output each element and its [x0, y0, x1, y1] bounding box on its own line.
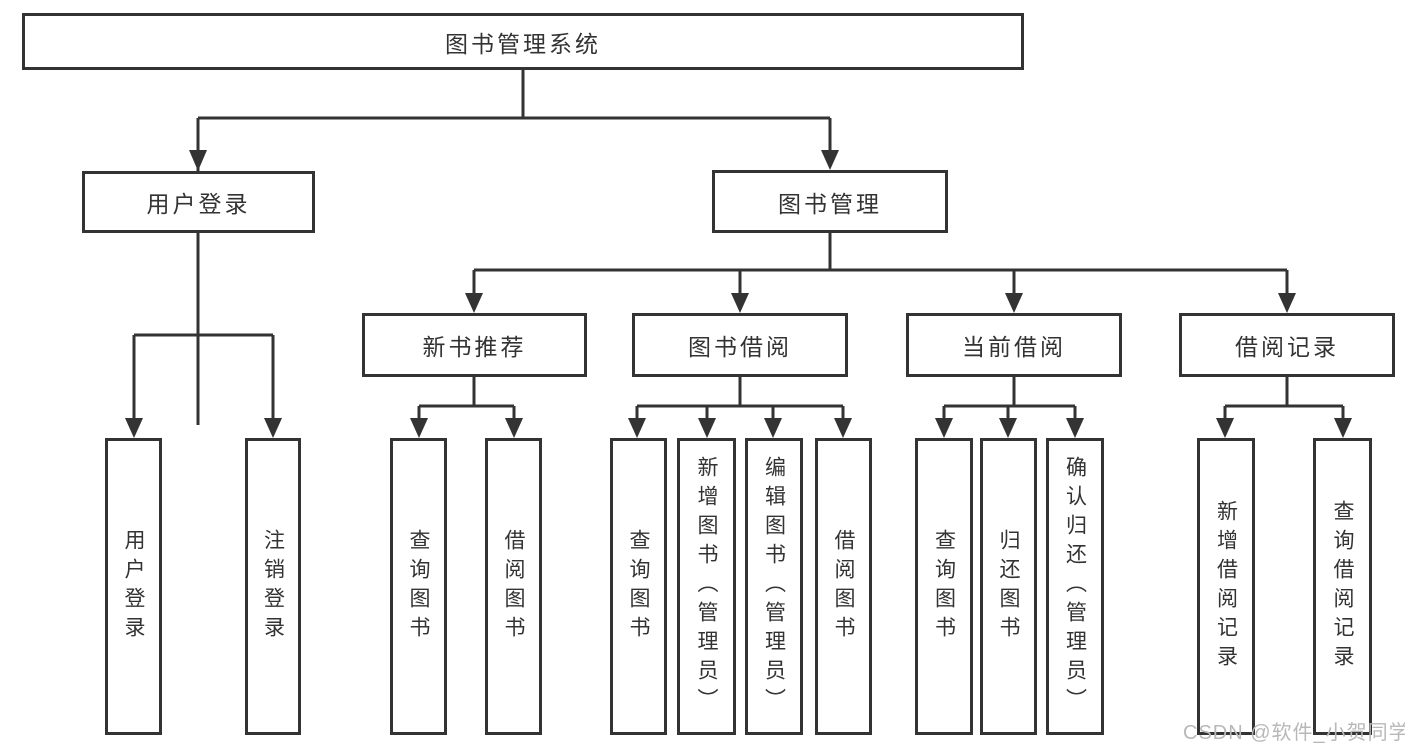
leaf-query-books-current: 查询图书	[915, 438, 973, 735]
leaf-edit-book-admin: 编辑图书（管理员）	[745, 438, 803, 735]
connector-current-borrow-children	[935, 377, 1084, 438]
leaf-user-login: 用户登录	[105, 438, 162, 735]
node-current-borrowing: 当前借阅	[906, 313, 1122, 377]
connector-book-borrow-children	[628, 377, 852, 438]
connector-user-login-children	[125, 233, 282, 438]
node-book-management: 图书管理	[712, 170, 948, 233]
connector-root-to-level2	[189, 70, 839, 425]
connector-borrow-record-children	[1216, 377, 1352, 438]
leaf-add-book-admin: 新增图书（管理员）	[677, 438, 736, 735]
leaf-query-borrow-record: 查询借阅记录	[1313, 438, 1372, 735]
leaf-logout: 注销登录	[245, 438, 301, 735]
node-borrowing-records: 借阅记录	[1179, 313, 1395, 377]
node-book-borrowing: 图书借阅	[632, 313, 848, 377]
connector-new-book-children	[410, 377, 523, 438]
node-new-book-recommendation: 新书推荐	[362, 313, 587, 377]
leaf-add-borrow-record: 新增借阅记录	[1197, 438, 1255, 735]
watermark-text: CSDN @软件_小贺同学	[1183, 722, 1405, 744]
leaf-query-books-borrow: 查询图书	[610, 438, 667, 735]
node-root-system: 图书管理系统	[22, 13, 1024, 70]
leaf-return-books: 归还图书	[980, 438, 1037, 735]
leaf-confirm-return-admin: 确认归还（管理员）	[1046, 438, 1104, 735]
leaf-query-books-recommend: 查询图书	[390, 438, 447, 735]
node-user-login: 用户登录	[82, 171, 315, 233]
leaf-borrow-books: 借阅图书	[815, 438, 872, 735]
leaf-borrow-books-recommend: 借阅图书	[485, 438, 542, 735]
connector-book-management-children	[465, 233, 1296, 313]
